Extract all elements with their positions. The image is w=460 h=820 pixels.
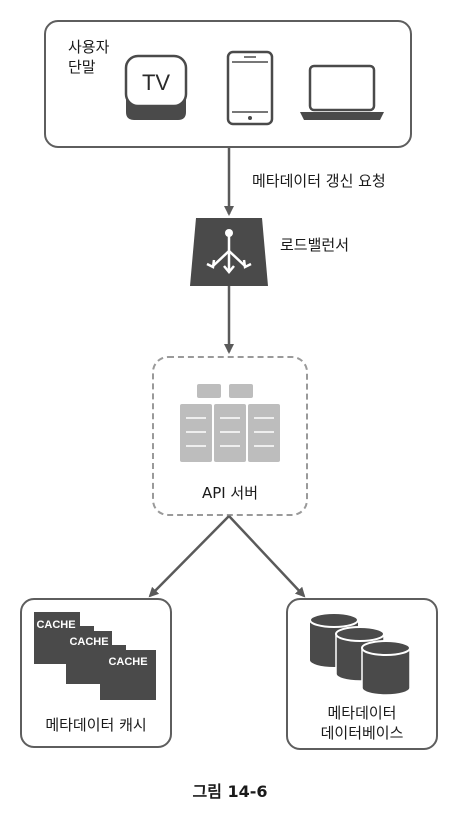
cache-tile-label: CACHE — [69, 636, 108, 648]
laptop-icon — [300, 64, 384, 120]
arrow-api-to-db — [228, 515, 306, 598]
metadata-cache-label: 메타데이터 캐시 — [45, 716, 147, 734]
server-stack-icon — [180, 384, 280, 462]
db-cylinder — [361, 640, 411, 696]
metadata-database-label-line1: 메타데이터 — [327, 704, 397, 722]
figure-caption: 그림 14-6 — [192, 782, 268, 801]
cache-tiles: CACHE CACHE CACHE — [34, 612, 156, 700]
cache-tile-label: CACHE — [36, 619, 75, 631]
user-devices-label-line1: 사용자 — [68, 38, 110, 56]
load-balancer-label: 로드밸런서 — [280, 236, 350, 254]
metadata-update-request-label: 메타데이터 갱신 요청 — [252, 172, 386, 190]
cache-tile-label: CACHE — [108, 656, 147, 668]
database-icon — [309, 612, 411, 696]
cache-tile: CACHE — [100, 650, 156, 700]
load-balancer-icon — [190, 218, 268, 286]
metadata-database-label-line2: 데이터베이스 — [320, 724, 404, 742]
tv-icon: TV — [124, 54, 188, 120]
tablet-icon — [226, 50, 274, 126]
api-server-box — [152, 356, 308, 516]
arrow-api-to-cache — [148, 515, 230, 598]
api-server-label: API 서버 — [201, 484, 259, 502]
user-devices-label-line2: 단말 — [68, 58, 96, 76]
tv-label: TV — [142, 70, 170, 95]
